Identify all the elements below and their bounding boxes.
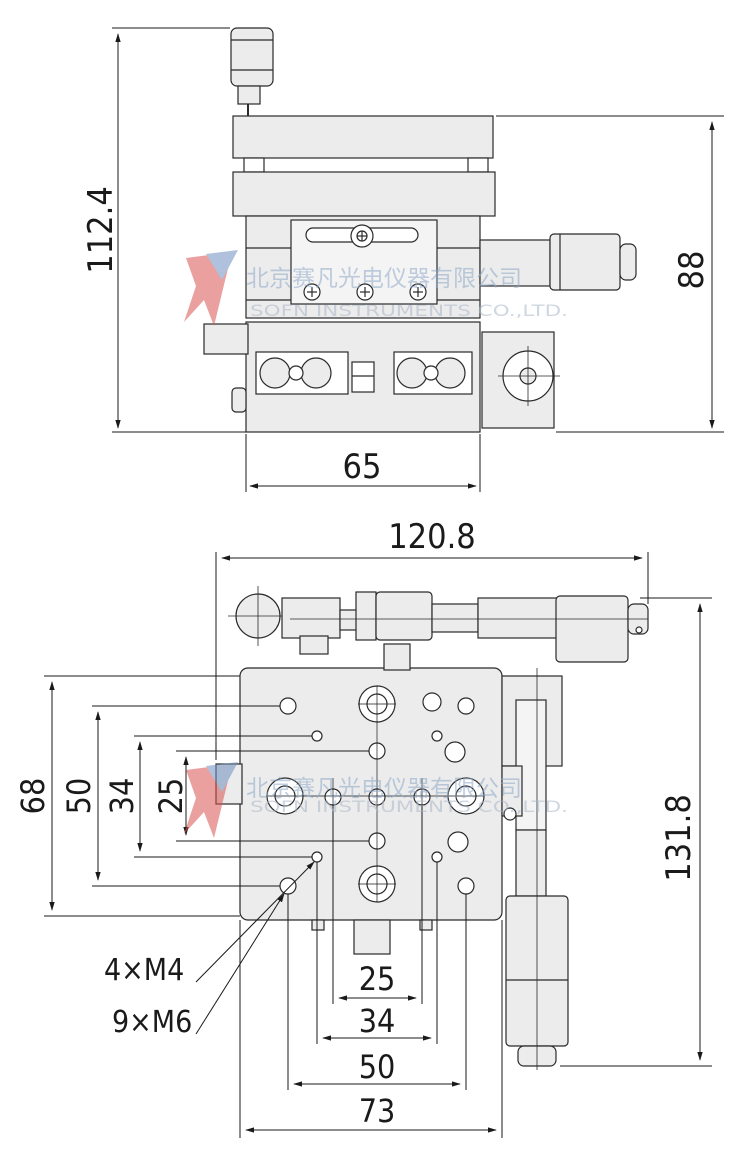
bearing-2 <box>300 357 332 389</box>
m4-hole-4 <box>431 851 443 863</box>
m4-hole-3 <box>311 851 323 863</box>
bearing-1 <box>259 357 291 389</box>
dim-height-stage: 88 <box>672 251 712 290</box>
watermark-cn-2: 北京赛凡光电仪器有限公司 <box>246 776 522 802</box>
label-m6-threads: 9×M6 <box>112 1005 192 1040</box>
bearing-4 <box>434 357 466 389</box>
dim-vertical-50: 50 <box>60 778 98 815</box>
m4-hole-2 <box>431 730 443 742</box>
side-view <box>203 27 637 433</box>
center-slot <box>351 361 375 393</box>
top-view <box>215 586 649 1070</box>
side-dimensions <box>112 27 724 492</box>
dim-width-overall: 120.8 <box>388 517 476 557</box>
vertical-micrometer-sleeve <box>515 829 547 897</box>
knob-shaft <box>237 85 261 105</box>
middle-plate <box>232 171 496 217</box>
dim-horizontal-25: 25 <box>359 960 396 998</box>
dim-vertical-68: 68 <box>14 778 52 815</box>
dim-vertical-25: 25 <box>152 778 190 815</box>
watermark-cn-1: 北京赛凡光电仪器有限公司 <box>246 266 522 292</box>
micrometer-body <box>375 591 433 641</box>
bearing-3 <box>396 357 428 389</box>
dim-vertical-34: 34 <box>103 778 141 815</box>
watermark-logo-1 <box>184 250 238 326</box>
dim-horizontal-73: 73 <box>359 1092 396 1130</box>
micrometer-collar <box>355 591 377 641</box>
dim-horizontal-34: 34 <box>359 1002 396 1040</box>
upper-plate <box>232 115 494 159</box>
m6-hole-3 <box>279 877 297 895</box>
label-m4-threads: 4×M4 <box>104 953 184 988</box>
dim-horizontal-50: 50 <box>359 1048 396 1086</box>
dim-height-overall: 112.4 <box>81 186 121 274</box>
side-micrometer-sleeve <box>479 239 551 287</box>
m6-hole-2 <box>457 697 475 715</box>
watermark-en-1: SOFN INSTRUMENTS CO.,LTD. <box>250 301 568 320</box>
dim-length-overall: 131.8 <box>659 794 699 882</box>
watermark-en-2: SOFN INSTRUMENTS CO.,LTD. <box>250 797 568 816</box>
micrometer-thimble <box>555 595 629 663</box>
left-stub <box>203 323 249 355</box>
top-knob <box>230 27 274 87</box>
micrometer-barrel <box>477 597 559 639</box>
m4-hole-1 <box>311 730 323 742</box>
top-dimensions <box>44 552 712 1138</box>
m6-hole-1 <box>279 697 297 715</box>
m6-hole-4 <box>457 877 475 895</box>
dim-width-side: 65 <box>343 447 382 487</box>
watermark-logo-2 <box>184 762 238 838</box>
bottom-tab <box>353 919 391 955</box>
micrometer-sleeve <box>431 603 479 633</box>
